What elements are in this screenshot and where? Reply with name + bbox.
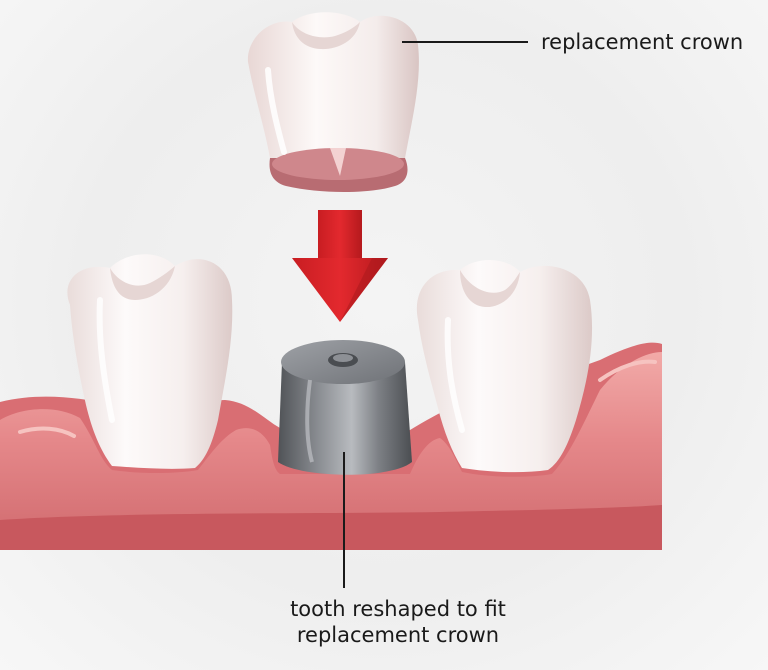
- replacement-crown: [247, 12, 419, 192]
- gum-front: [0, 352, 662, 550]
- label-reshaped-tooth: tooth reshaped to fit replacement crown: [248, 596, 548, 648]
- label-replacement-crown: replacement crown: [541, 30, 744, 54]
- down-arrow: [292, 210, 388, 322]
- left-tooth: [67, 254, 233, 469]
- label-reshaped-tooth-line1: tooth reshaped to fit: [290, 597, 506, 621]
- reshaped-tooth-abutment: [278, 340, 412, 475]
- label-reshaped-tooth-line2: replacement crown: [296, 623, 500, 647]
- right-tooth: [416, 260, 593, 473]
